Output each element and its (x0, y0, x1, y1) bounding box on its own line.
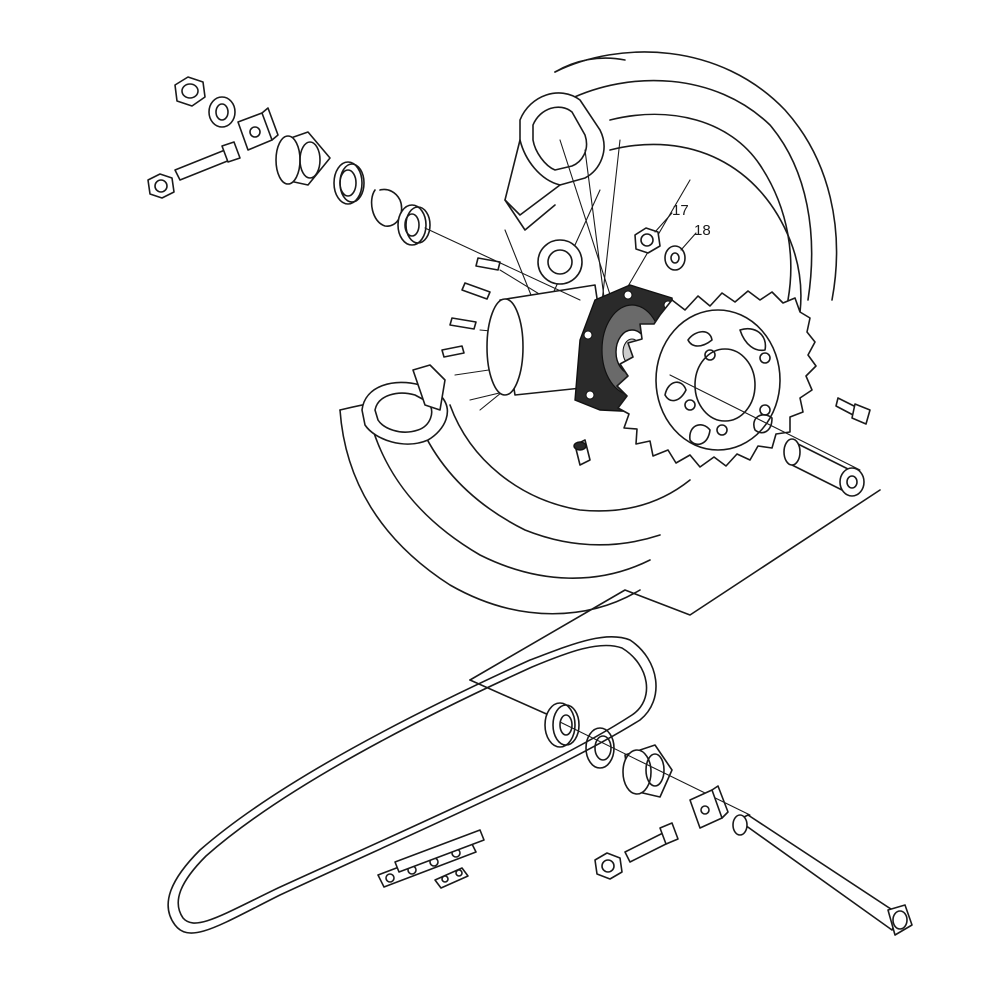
part-18-washer (664, 245, 686, 271)
tire-upper (554, 51, 838, 301)
bearing-bottom (544, 702, 580, 748)
axle-nut-top (174, 76, 206, 107)
adjuster-bolt-bottom (624, 822, 679, 863)
axle-centerline-top (424, 227, 581, 301)
tire-cross-section-top (504, 92, 605, 231)
spacer-collar (783, 438, 865, 497)
rear-axle (732, 814, 913, 936)
drive-chain (167, 636, 657, 934)
chain-adjuster-block-bottom (689, 785, 729, 829)
leader-17 (654, 212, 673, 233)
callout-17: 17 (672, 202, 689, 219)
spoke-nipples (441, 257, 501, 358)
circlip-top (370, 188, 403, 227)
axle-centerline-right (669, 374, 861, 471)
hub-barrel (486, 239, 611, 396)
bearing-top-2 (397, 204, 431, 246)
tire-lower (339, 398, 661, 615)
washer-top (208, 96, 236, 128)
axle-centerline-bottom (559, 721, 751, 816)
lock-nut-bottom (594, 852, 623, 880)
collar-bottom (622, 744, 673, 798)
sprocket-bolt (835, 397, 871, 425)
callout-18: 18 (694, 222, 711, 239)
adjuster-bolt-top (174, 141, 241, 181)
chain-adjuster-block-top (237, 107, 279, 151)
valve-stem (573, 439, 591, 466)
tire-cross-section-bottom (361, 364, 449, 445)
leader-18 (680, 232, 697, 251)
part-17-nut (634, 227, 661, 254)
lock-nut-top (147, 173, 175, 199)
bearing-top (333, 161, 365, 205)
collar-top (275, 131, 331, 186)
chain-master-link (377, 829, 485, 889)
bracket-line-lower (469, 679, 561, 721)
bracket-line-upper (469, 489, 881, 681)
